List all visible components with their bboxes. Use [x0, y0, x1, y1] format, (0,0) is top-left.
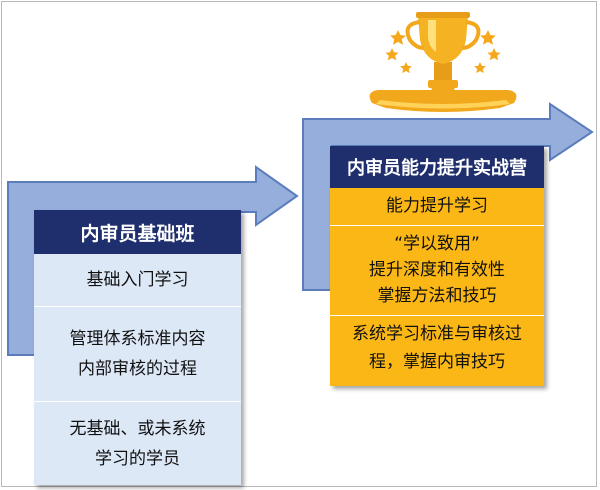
- row-text: 掌握方法和技巧: [377, 286, 497, 306]
- advanced-course-row-1: 能力提升学习: [330, 188, 544, 224]
- basic-course-title: 内审员基础班: [34, 210, 241, 254]
- row-divider: [330, 225, 544, 226]
- trophy-icon: [369, 12, 517, 112]
- row-text: 内部审核的过程: [78, 359, 197, 379]
- row-text: 程，掌握内审技巧: [369, 352, 505, 372]
- row-text: 提升深度和有效性: [369, 260, 505, 280]
- star-icon: [390, 30, 406, 45]
- row-divider: [34, 306, 241, 307]
- row-divider: [34, 401, 241, 402]
- row-text: 学习的学员: [95, 448, 180, 469]
- row-text: 管理体系标准内容: [69, 329, 206, 349]
- advanced-course-card: 内审员能力提升实战营 能力提升学习 “学以致用” 提升深度和有效性 掌握方法和技…: [330, 146, 544, 386]
- basic-course-row-2: 管理体系标准内容 内部审核的过程: [34, 307, 241, 401]
- basic-course-row-1: 基础入门学习: [34, 254, 241, 306]
- row-text: 系统学习标准与审核过: [352, 324, 522, 344]
- advanced-course-title: 内审员能力提升实战营: [330, 146, 544, 188]
- row-text: 基础入门学习: [86, 270, 189, 290]
- basic-course-card: 内审员基础班 基础入门学习 管理体系标准内容 内部审核的过程 无基础、或未系统 …: [34, 210, 241, 485]
- row-text: 无基础、或未系统: [69, 418, 206, 439]
- star-icon: [487, 48, 501, 61]
- row-divider: [330, 315, 544, 316]
- advanced-course-row-2: “学以致用” 提升深度和有效性 掌握方法和技巧: [330, 226, 544, 314]
- advanced-course-row-3: 系统学习标准与审核过 程，掌握内审技巧: [330, 316, 544, 380]
- star-icon: [474, 62, 486, 74]
- star-icon: [385, 48, 399, 61]
- row-text: “学以致用”: [394, 234, 480, 254]
- star-icon: [400, 62, 412, 74]
- star-icon: [480, 30, 496, 45]
- basic-course-row-3: 无基础、或未系统 学习的学员: [34, 402, 241, 485]
- row-text: 能力提升学习: [386, 196, 488, 216]
